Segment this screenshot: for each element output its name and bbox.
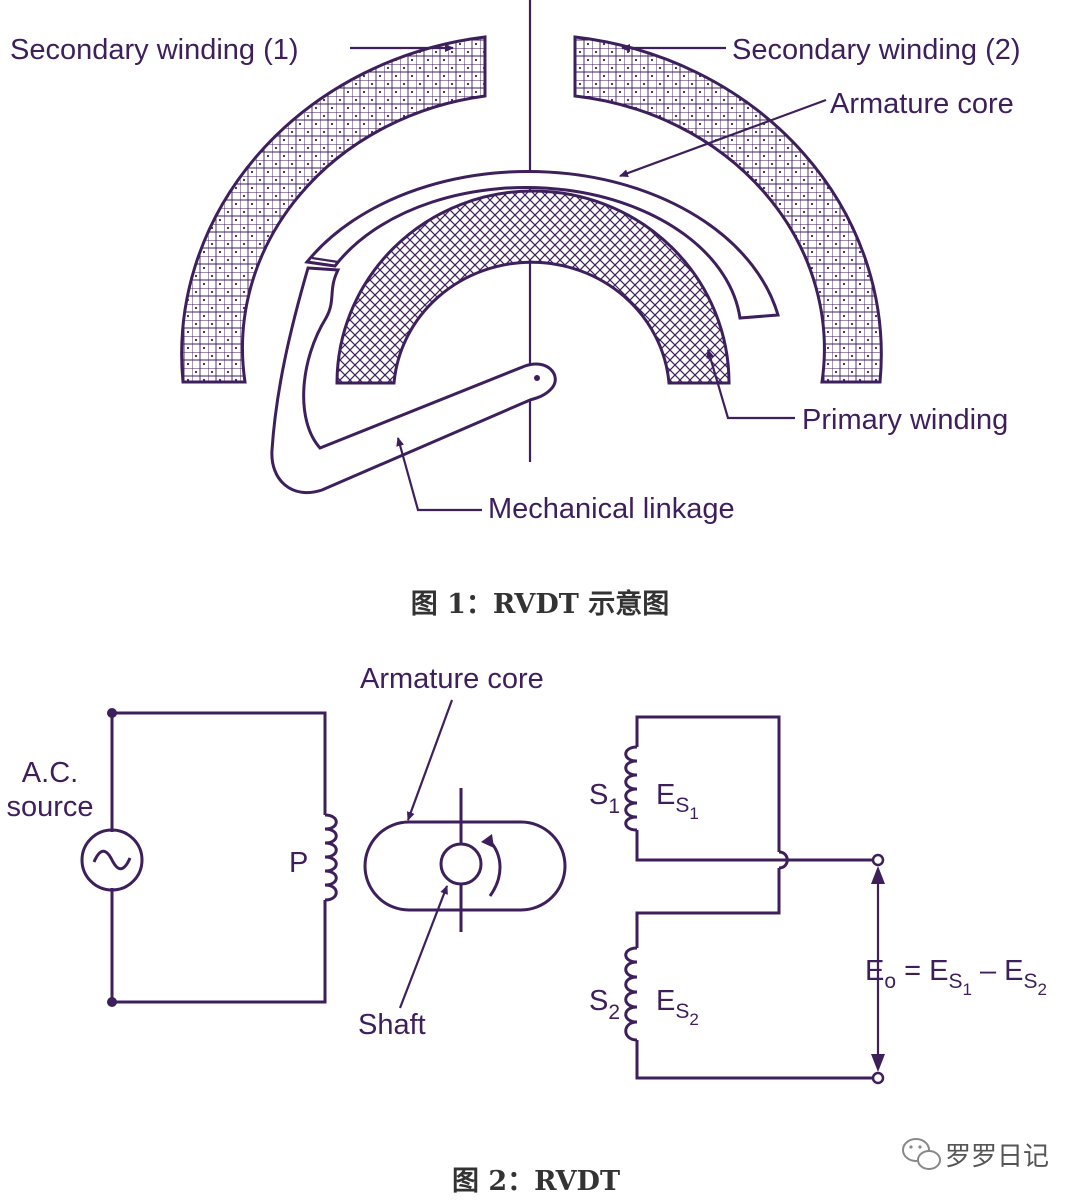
- label-output-equation: Eo = ES1 – ES2: [865, 955, 1047, 999]
- label-es2: ES2: [656, 985, 699, 1029]
- figure-2: Armature core A.C. source P Shaft S1 ES1…: [6, 663, 1047, 1197]
- armature-core: [304, 169, 780, 320]
- label-secondary-winding-1: Secondary winding (1): [10, 34, 299, 66]
- wechat-icon: [902, 1138, 941, 1170]
- output-terminal-top: [871, 853, 885, 867]
- pointer-armature-core: [619, 98, 827, 178]
- mechanical-linkage: [270, 266, 557, 495]
- armature-assembly: [363, 699, 567, 1009]
- primary-coil: [324, 813, 338, 902]
- armature-core-shape: [363, 820, 567, 912]
- label-mechanical-linkage: Mechanical linkage: [488, 493, 735, 525]
- label-es1: ES1: [656, 779, 699, 823]
- pointer-armature-core-2: [406, 699, 454, 821]
- rotation-arrow: [487, 838, 502, 897]
- label-s1: S1: [589, 779, 620, 818]
- secondary-winding-1: [180, 35, 487, 384]
- label-s2: S2: [589, 985, 620, 1024]
- secondary-winding-2: [573, 35, 883, 384]
- sine-wave-icon: [92, 849, 132, 871]
- watermark-text: 罗罗日记: [945, 1142, 1049, 1172]
- figure-1: Secondary winding (1) Secondary winding …: [10, 0, 1021, 620]
- pointer-mechanical-linkage: [396, 437, 482, 512]
- secondary-coil-2: [624, 946, 638, 1042]
- linkage-pivot: [534, 375, 540, 381]
- armature-gap-line: [311, 256, 339, 264]
- label-primary-p: P: [289, 847, 308, 879]
- label-armature-core-2: Armature core: [360, 663, 544, 695]
- label-primary-winding: Primary winding: [802, 404, 1008, 436]
- label-shaft: Shaft: [358, 1009, 426, 1041]
- secondary-circuit: [624, 715, 885, 1085]
- secondary-coil-1: [624, 745, 638, 832]
- figure-2-caption: 图 2：RVDT: [452, 1166, 620, 1197]
- label-secondary-winding-2: Secondary winding (2): [732, 34, 1021, 66]
- shaft-circle: [439, 842, 483, 886]
- watermark: 罗罗日记: [902, 1138, 1049, 1172]
- output-terminal-bottom: [871, 1071, 885, 1085]
- label-ac-line-1: A.C.: [22, 757, 78, 789]
- ac-source-symbol: [80, 828, 144, 892]
- pointer-primary-winding: [706, 349, 795, 420]
- primary-winding: [335, 189, 731, 385]
- figure-1-caption: 图 1：RVDT 示意图: [411, 588, 670, 620]
- pointer-shaft: [398, 885, 449, 1009]
- rotation-arrow-head: [481, 834, 494, 848]
- primary-circuit: [80, 708, 338, 1007]
- label-ac-line-2: source: [6, 791, 93, 823]
- label-armature-core: Armature core: [830, 88, 1014, 120]
